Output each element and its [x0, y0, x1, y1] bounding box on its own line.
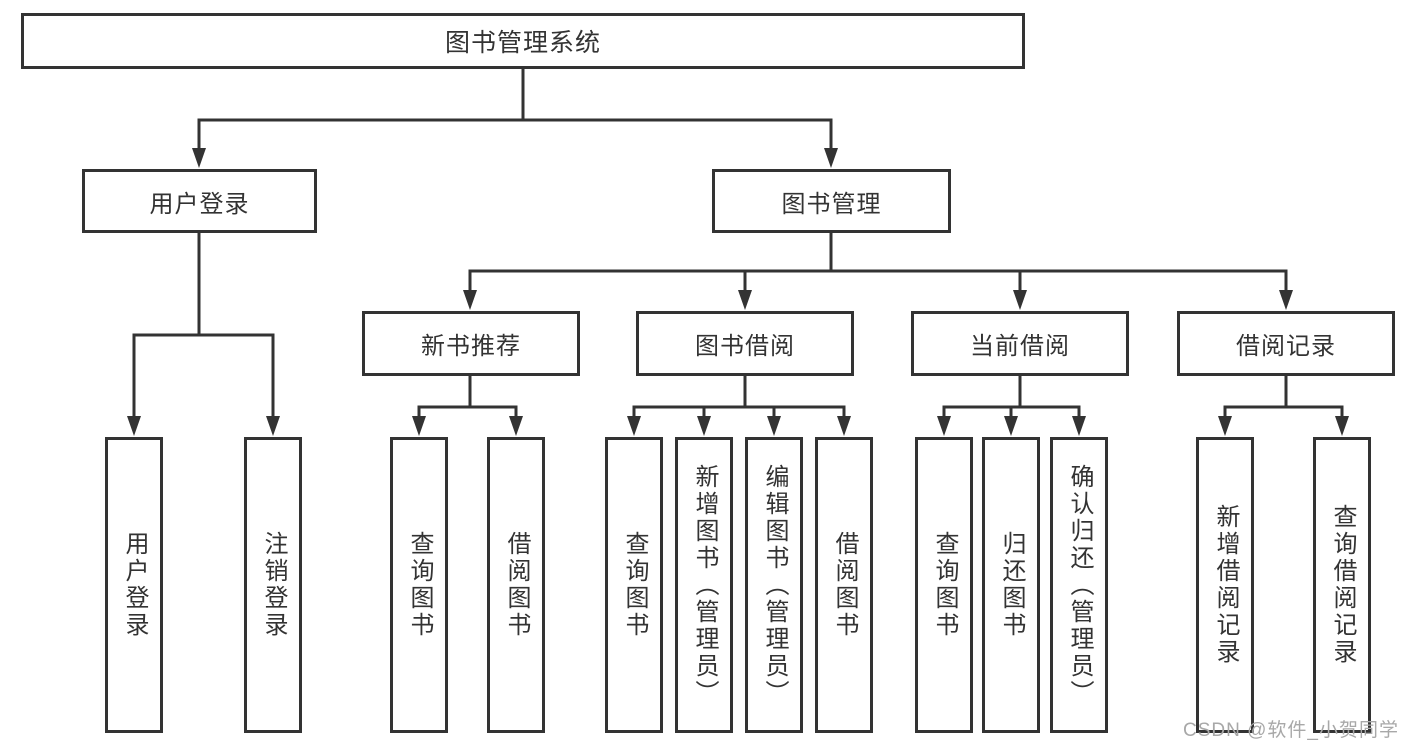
csdn-watermark: CSDN @软件_小贺同学 — [1183, 720, 1399, 741]
leaf-confirm-return-admin: 确认归还（管理员） — [1050, 437, 1108, 733]
node-label: 借阅图书 — [831, 531, 858, 639]
node-label: 归还图书 — [998, 531, 1025, 639]
leaf-query-books-newbook: 查询图书 — [390, 437, 448, 733]
node-label: 图书借阅 — [695, 333, 795, 360]
leaf-return-books: 归还图书 — [982, 437, 1040, 733]
node-label: 查询图书 — [406, 531, 433, 639]
node-label: 当前借阅 — [970, 333, 1070, 360]
leaf-borrow-books-newbook: 借阅图书 — [487, 437, 545, 733]
leaf-edit-books-admin: 编辑图书（管理员） — [745, 437, 803, 733]
node-label: 编辑图书（管理员） — [761, 463, 788, 707]
node-new-book-recommendation: 新书推荐 — [362, 311, 580, 376]
node-label: 注销登录 — [260, 531, 287, 639]
arrow-down-icon — [266, 416, 280, 436]
node-borrowing-records: 借阅记录 — [1177, 311, 1395, 376]
connector-new-book-section — [412, 376, 523, 436]
connector-current-borrow-section — [937, 376, 1086, 436]
node-label: 新增图书（管理员） — [691, 463, 718, 707]
node-user-login: 用户登录 — [82, 169, 317, 233]
arrow-down-icon — [837, 416, 851, 436]
arrow-down-icon — [127, 416, 141, 436]
arrow-down-icon — [1218, 416, 1232, 436]
leaf-query-borrow-record: 查询借阅记录 — [1313, 437, 1371, 733]
node-label: 新书推荐 — [421, 333, 521, 360]
node-current-borrowing: 当前借阅 — [911, 311, 1129, 376]
arrow-down-icon — [509, 416, 523, 436]
connector-root-to-level2 — [192, 69, 838, 168]
node-label: 查询借阅记录 — [1329, 504, 1356, 666]
node-label: 查询图书 — [931, 531, 958, 639]
leaf-query-books-borrow: 查询图书 — [605, 437, 663, 733]
node-label: 图书管理 — [781, 190, 882, 218]
leaf-borrow-books: 借阅图书 — [815, 437, 873, 733]
node-book-management: 图书管理 — [712, 169, 951, 233]
node-label: 借阅记录 — [1236, 333, 1336, 360]
arrow-down-icon — [1335, 416, 1349, 436]
arrow-down-icon — [824, 148, 838, 168]
arrow-down-icon — [767, 416, 781, 436]
connector-book-borrow-section — [627, 376, 851, 436]
arrow-down-icon — [627, 416, 641, 436]
arrow-down-icon — [1013, 290, 1027, 310]
node-label: 用户登录 — [121, 531, 148, 639]
node-label: 借阅图书 — [503, 531, 530, 639]
node-label: 查询图书 — [621, 531, 648, 639]
node-label: 新增借阅记录 — [1212, 504, 1239, 666]
arrow-down-icon — [937, 416, 951, 436]
node-label: 确认归还（管理员） — [1066, 463, 1093, 707]
node-label: 用户登录 — [149, 190, 250, 218]
arrow-down-icon — [1004, 416, 1018, 436]
leaf-query-books-current: 查询图书 — [915, 437, 973, 733]
leaf-logout: 注销登录 — [244, 437, 302, 733]
node-library-management-system: 图书管理系统 — [21, 13, 1025, 69]
arrow-down-icon — [412, 416, 426, 436]
arrow-down-icon — [697, 416, 711, 436]
leaf-add-books-admin: 新增图书（管理员） — [675, 437, 733, 733]
node-label: 图书管理系统 — [444, 29, 601, 57]
connector-book-branch — [463, 233, 1293, 310]
arrow-down-icon — [738, 290, 752, 310]
arrow-down-icon — [463, 290, 477, 310]
arrow-down-icon — [1279, 290, 1293, 310]
leaf-add-borrow-record: 新增借阅记录 — [1196, 437, 1254, 733]
arrow-down-icon — [192, 148, 206, 168]
connector-borrow-record-section — [1218, 376, 1349, 436]
leaf-user-login: 用户登录 — [105, 437, 163, 733]
node-book-borrowing: 图书借阅 — [636, 311, 854, 376]
connector-user-branch — [127, 233, 280, 436]
arrow-down-icon — [1072, 416, 1086, 436]
